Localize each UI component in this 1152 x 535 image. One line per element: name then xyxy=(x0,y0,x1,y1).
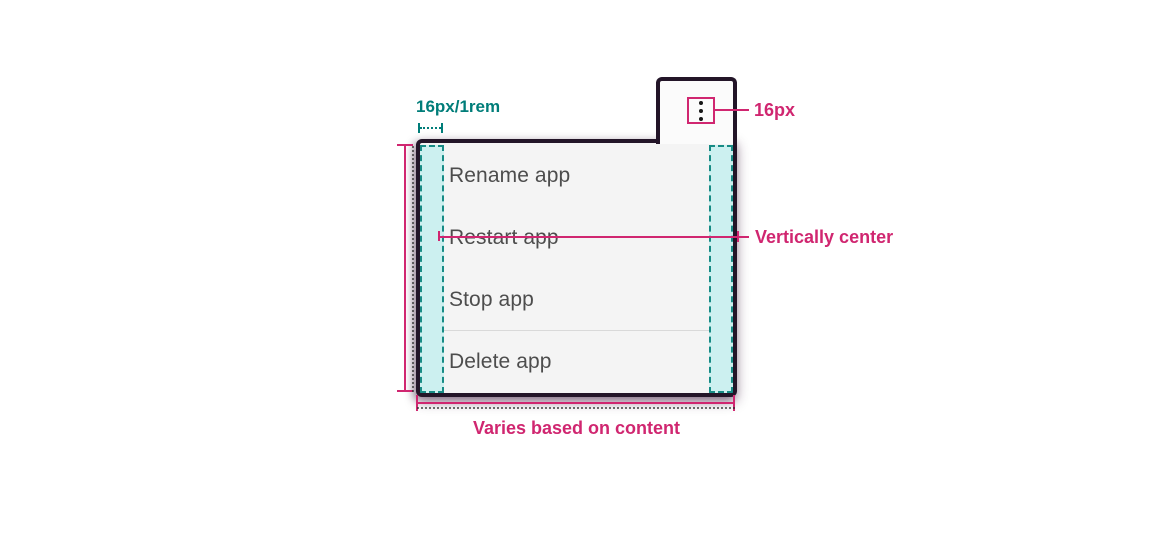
width-measure-right-cap xyxy=(733,395,735,411)
width-annotation-label: Varies based on content xyxy=(472,418,681,438)
width-measure-dotted-guide xyxy=(417,407,735,409)
menu-item-label: Delete app xyxy=(449,350,552,373)
menu-divider xyxy=(444,330,709,331)
vertical-center-right-tick xyxy=(737,231,739,242)
overflow-menu-list: Rename app Restart app Stop app Delete a… xyxy=(420,145,733,393)
height-measure-line xyxy=(404,146,406,390)
padding-bracket-left-tick xyxy=(418,123,420,133)
width-measure-line xyxy=(417,402,735,404)
menu-item-delete-app[interactable]: Delete app xyxy=(420,331,733,393)
menu-item-label: Stop app xyxy=(449,288,534,311)
kebab-dot xyxy=(699,116,703,121)
vertical-center-line xyxy=(439,236,749,238)
right-padding-highlight xyxy=(709,145,733,393)
height-measure-top-cap xyxy=(397,144,413,146)
menu-item-label: Rename app xyxy=(449,164,571,187)
padding-bracket-line xyxy=(420,127,441,129)
padding-bracket-right-tick xyxy=(441,123,443,133)
menu-item-restart-app[interactable]: Restart app xyxy=(420,207,733,269)
menu-item-label: Restart app xyxy=(449,226,559,249)
kebab-dot xyxy=(699,108,703,113)
overflow-menu-vertical-icon[interactable] xyxy=(699,100,703,121)
kebab-dot xyxy=(699,100,703,105)
trigger-size-label: 16px xyxy=(754,100,796,120)
menu-item-stop-app[interactable]: Stop app xyxy=(420,269,733,331)
overflow-menu-panel xyxy=(416,139,737,397)
vertical-center-label: Vertically center xyxy=(755,227,894,247)
padding-annotation-label: 16px/1rem xyxy=(416,97,501,116)
height-measure-bottom-cap xyxy=(397,390,413,392)
left-padding-highlight xyxy=(420,145,444,393)
trigger-size-leader-line xyxy=(715,109,749,111)
trigger-size-redline-box xyxy=(687,97,715,124)
height-measure-dotted-guide xyxy=(412,146,414,392)
menu-item-rename-app[interactable]: Rename app xyxy=(420,145,733,207)
